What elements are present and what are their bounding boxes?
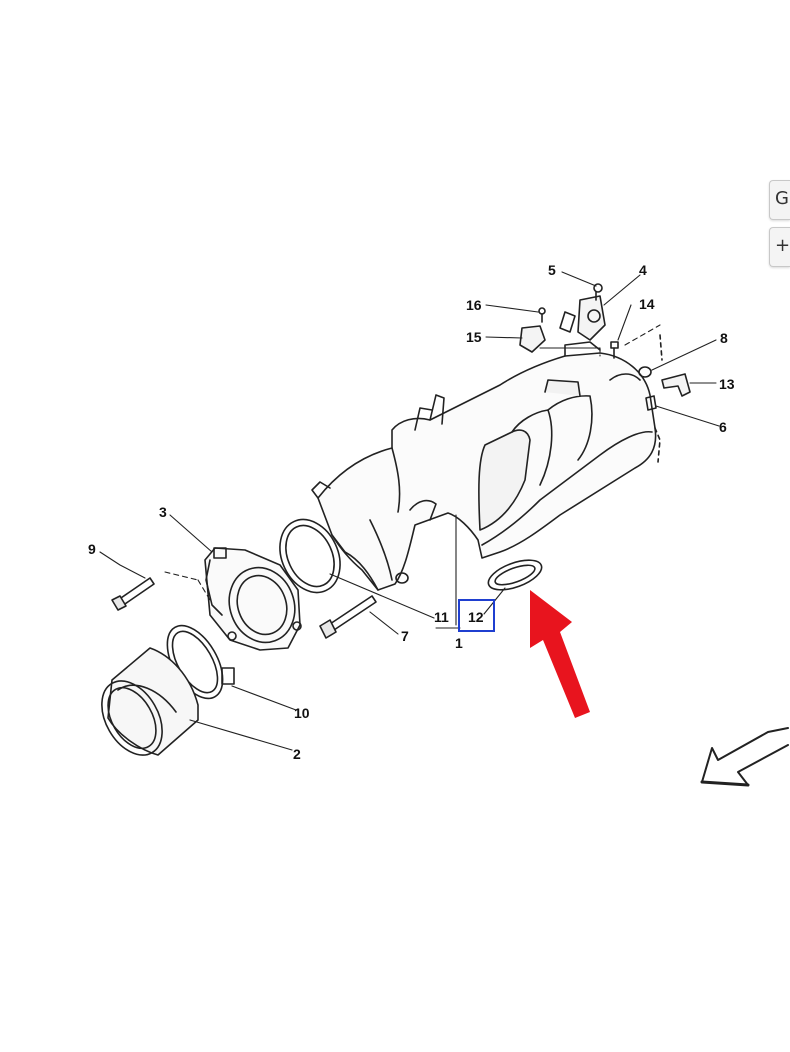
callout-15[interactable]: 15 <box>466 329 482 345</box>
callout-2[interactable]: 2 <box>293 746 301 762</box>
callout-12[interactable]: 12 <box>468 609 484 625</box>
bracket-13 <box>661 373 691 397</box>
screw-14 <box>610 341 619 359</box>
callout-1[interactable]: 1 <box>455 635 463 651</box>
plus-icon: + <box>775 235 790 256</box>
bolt-9 <box>111 577 155 611</box>
bolt-6 <box>645 395 657 411</box>
port-gasket <box>487 559 543 591</box>
callout-4[interactable]: 4 <box>639 262 647 278</box>
leader-lines <box>99 271 720 751</box>
callout-8[interactable]: 8 <box>720 330 728 346</box>
callout-14[interactable]: 14 <box>639 296 655 312</box>
callout-10[interactable]: 10 <box>294 705 310 721</box>
pointer-arrow-icon <box>530 590 590 718</box>
callout-6[interactable]: 6 <box>719 419 727 435</box>
bracket-15 <box>519 325 546 353</box>
intake-hose <box>101 647 199 756</box>
callout-7[interactable]: 7 <box>401 628 409 644</box>
intake-manifold <box>311 334 663 591</box>
sensor <box>559 295 606 341</box>
zoom-in-tool-button[interactable]: + <box>769 227 790 267</box>
callout-5[interactable]: 5 <box>548 262 556 278</box>
screw-16 <box>538 307 546 323</box>
throttle-body <box>204 547 302 651</box>
callout-9[interactable]: 9 <box>88 541 96 557</box>
callout-3[interactable]: 3 <box>159 504 167 520</box>
screw-5 <box>593 283 603 301</box>
flange-gasket <box>279 518 341 594</box>
highlight-box <box>458 599 495 632</box>
callout-16[interactable]: 16 <box>466 297 482 313</box>
bolt-7 <box>319 595 377 639</box>
callout-13[interactable]: 13 <box>719 376 735 392</box>
orientation-arrow-icon <box>700 727 789 787</box>
rotate-icon: G <box>775 188 789 209</box>
plug-8 <box>638 366 652 378</box>
callout-11[interactable]: 11 <box>434 609 449 625</box>
rotate-tool-button[interactable]: G <box>769 180 790 220</box>
